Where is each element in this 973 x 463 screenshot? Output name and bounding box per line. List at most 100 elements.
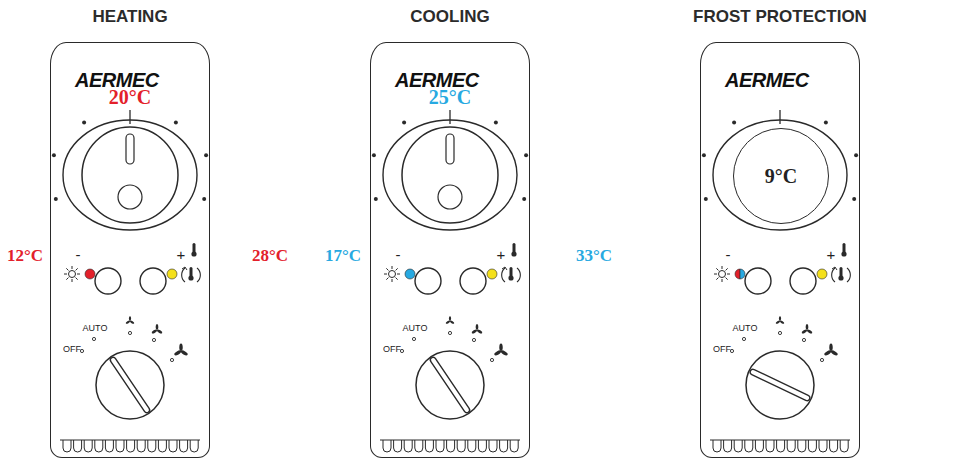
scale-dot xyxy=(82,121,86,125)
sun-ray xyxy=(396,268,398,270)
mode-button xyxy=(415,268,441,294)
dial-knob xyxy=(402,127,498,223)
fan-icon xyxy=(151,324,163,334)
position-dot xyxy=(152,338,155,341)
fan-blade xyxy=(129,316,131,321)
sun-snow-icon xyxy=(714,266,730,282)
setback-button xyxy=(460,268,486,294)
grille-edge xyxy=(380,440,520,441)
scale-dot xyxy=(732,121,736,125)
dial-bezel xyxy=(383,120,517,230)
fan-off: OFF xyxy=(63,344,81,354)
grille-slot xyxy=(436,440,444,452)
scale-dot xyxy=(374,197,378,201)
sun-ray xyxy=(386,278,388,280)
knob-pointer-fill xyxy=(753,372,807,398)
position-dot xyxy=(778,331,781,334)
knob-pointer xyxy=(753,372,807,398)
setback-button xyxy=(790,268,816,294)
grille-slot xyxy=(777,440,785,452)
position-dot xyxy=(92,337,95,340)
grille-slot xyxy=(500,440,508,452)
grille-slot xyxy=(425,440,433,452)
fan-icon xyxy=(801,324,813,334)
cycle-arrowhead xyxy=(182,267,187,270)
dial-bezel xyxy=(63,120,197,230)
plus-sign: + xyxy=(827,246,836,263)
scale-dot xyxy=(524,153,528,157)
knob-pointer-fill xyxy=(113,360,147,410)
sun-ray xyxy=(384,274,387,275)
fan-knob xyxy=(96,351,164,419)
thermostat-panel: FROST PROTECTIONAERMEC9°C xyxy=(700,42,860,458)
grille-slot xyxy=(127,440,135,452)
grille-slot xyxy=(808,440,816,452)
fan-blade xyxy=(824,350,832,357)
fan-auto: AUTO xyxy=(733,323,758,333)
thermometer-bulb xyxy=(841,251,846,256)
fan-blade xyxy=(449,316,451,321)
grille-slot xyxy=(489,440,497,452)
position-dot xyxy=(472,338,475,341)
thermostat-body xyxy=(372,110,528,452)
position-dot xyxy=(170,358,173,361)
grille-slot xyxy=(84,440,92,452)
sun-ray xyxy=(64,274,67,275)
dial-knob: 9°C xyxy=(733,128,829,224)
grille-slot xyxy=(404,440,412,452)
dial-grip xyxy=(438,185,462,209)
fan-blade xyxy=(445,320,450,324)
grille-slot xyxy=(105,440,113,452)
grille-slot xyxy=(394,440,402,452)
cycle-arrow xyxy=(502,268,505,282)
thermometer-icon xyxy=(508,267,513,281)
fan-blade xyxy=(156,324,159,330)
dial-tick xyxy=(129,110,130,124)
position-dot xyxy=(490,358,493,361)
fan-blade xyxy=(476,329,483,334)
thermometer-bulb xyxy=(511,251,516,256)
scale-dot xyxy=(704,197,708,201)
grille-slot xyxy=(734,440,742,452)
scale-dot xyxy=(174,121,178,125)
setback-led xyxy=(167,269,177,279)
thermometer-bulb xyxy=(191,251,196,256)
sun-ray xyxy=(722,279,723,282)
fan-icon xyxy=(824,343,839,356)
mode-heading: COOLING xyxy=(410,7,489,27)
brand-logo: AERMEC xyxy=(725,69,809,92)
grille-slot xyxy=(745,440,753,452)
fan-off: OFF xyxy=(383,344,401,354)
grille-slot xyxy=(415,440,423,452)
mode-button xyxy=(95,268,121,294)
fan-blade xyxy=(494,350,502,357)
grille-slot xyxy=(116,440,124,452)
sun-ray xyxy=(722,266,723,269)
setback-led xyxy=(487,269,497,279)
fan-blade xyxy=(471,329,478,334)
fan-blade xyxy=(830,350,838,357)
dial-slot xyxy=(126,134,134,164)
temperature-value: 9°C xyxy=(765,165,797,188)
scale-dot xyxy=(372,153,376,157)
setpoint-value: 25°C xyxy=(429,86,471,109)
minus-sign: - xyxy=(726,246,731,263)
position-dot xyxy=(802,338,805,341)
fan-blade xyxy=(499,343,502,351)
dial-bezel xyxy=(713,120,847,230)
grille-slot xyxy=(180,440,188,452)
grille-slot xyxy=(840,440,848,452)
mode-led xyxy=(405,269,415,279)
fan-icon xyxy=(125,316,134,324)
scale-dot xyxy=(522,197,526,201)
grille-slot xyxy=(148,440,156,452)
fan-blade xyxy=(179,343,182,351)
grille-slot xyxy=(74,440,82,452)
scale-dot xyxy=(204,153,208,157)
fan-blade xyxy=(779,320,784,324)
sun-core xyxy=(69,271,76,278)
dial-tick xyxy=(779,110,780,124)
fan-knob xyxy=(416,351,484,419)
sun-ray xyxy=(66,268,68,270)
